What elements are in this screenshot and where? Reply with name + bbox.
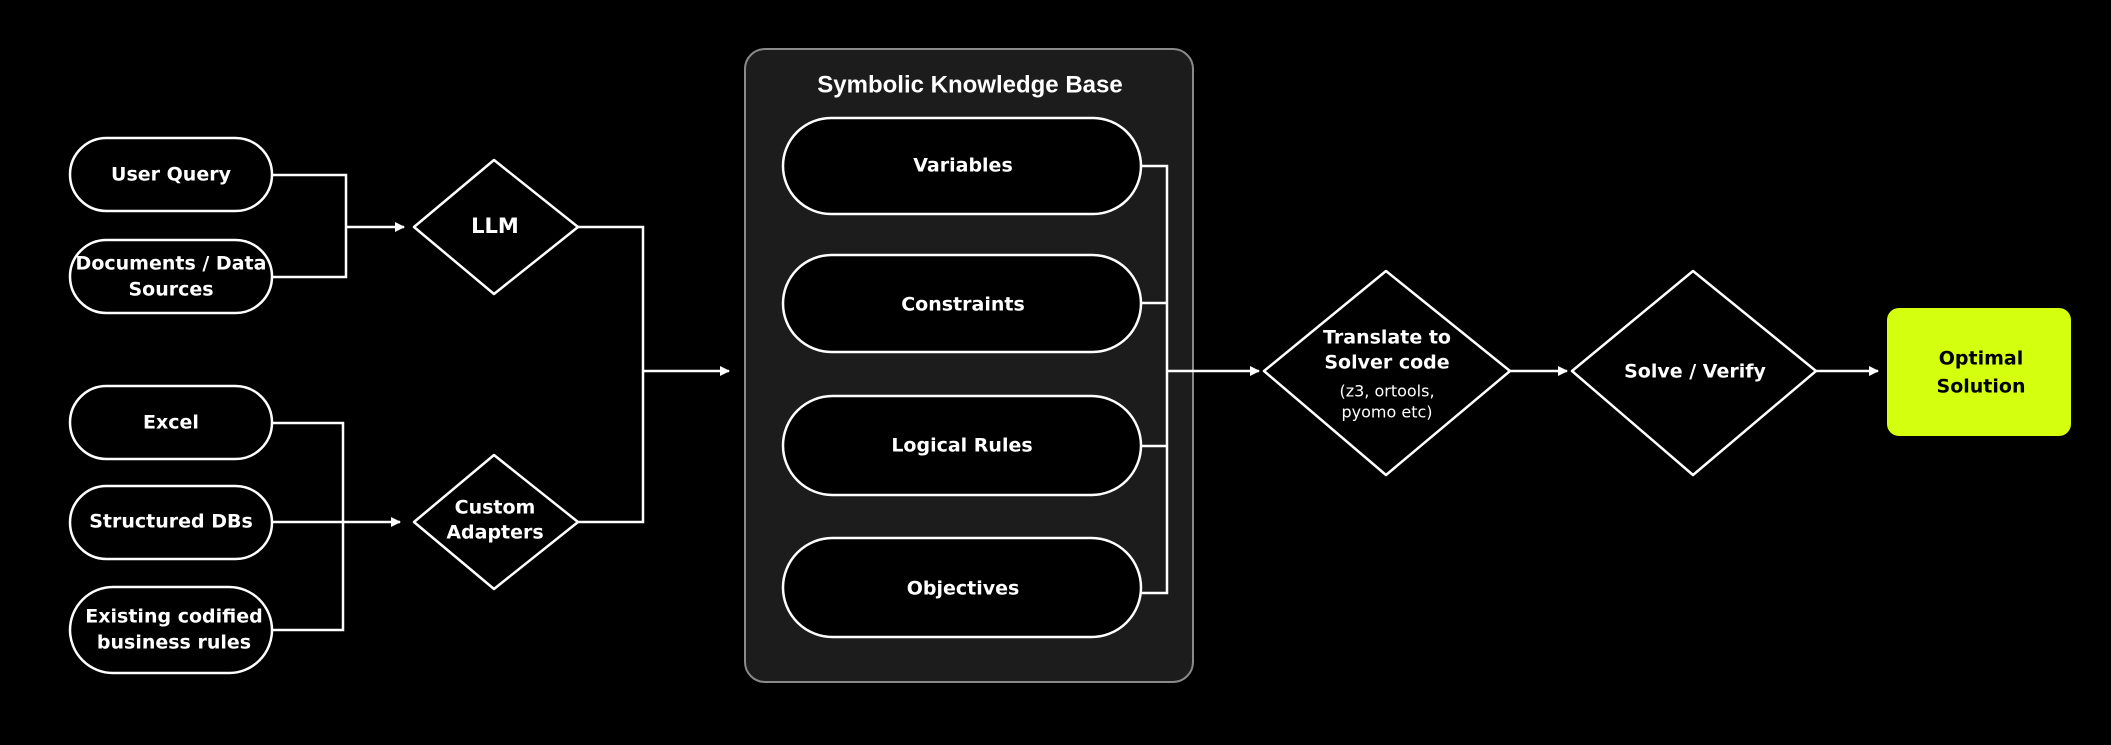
kb-item-label: Variables bbox=[913, 155, 1013, 177]
structured-dbs-label: Structured DBs bbox=[89, 511, 253, 533]
kb-item-logical-rules: Logical Rules bbox=[781, 394, 1143, 497]
solve-verify-node: Solve / Verify bbox=[1570, 269, 1818, 477]
edge-knowledge-base-bus bbox=[1141, 164, 1169, 595]
translate-note-line1: (z3, ortools, bbox=[1339, 382, 1434, 401]
custom-adapters-label-line2: Adapters bbox=[446, 522, 543, 544]
structured-dbs-node: Structured DBs bbox=[68, 484, 274, 561]
translate-label-line2: Solver code bbox=[1324, 352, 1449, 374]
edge-documents-to-llm bbox=[272, 227, 348, 279]
excel-node: Excel bbox=[68, 384, 274, 461]
kb-item-constraints: Constraints bbox=[781, 253, 1143, 354]
documents-label-line1: Documents / Data bbox=[76, 253, 267, 275]
custom-adapters-node: Custom Adapters bbox=[412, 453, 580, 591]
translate-node: Translate to Solver code (z3, ortools, p… bbox=[1262, 269, 1512, 477]
kb-item-label: Objectives bbox=[907, 578, 1020, 600]
optimal-solution-node: Optimal Solution bbox=[1887, 308, 2071, 436]
user-query-node: User Query bbox=[68, 136, 274, 213]
translate-label-line1: Translate to bbox=[1323, 327, 1451, 349]
edge-excel-to-adapters bbox=[272, 421, 345, 522]
kb-item-label: Constraints bbox=[901, 294, 1025, 316]
solve-verify-label: Solve / Verify bbox=[1624, 361, 1766, 383]
kb-item-label: Logical Rules bbox=[891, 435, 1032, 457]
llm-label: LLM bbox=[471, 214, 519, 238]
translate-note-line2: pyomo etc) bbox=[1341, 403, 1432, 422]
optimal-solution-label-line2: Solution bbox=[1937, 376, 2026, 398]
custom-adapters-label-line1: Custom bbox=[455, 497, 536, 519]
edge-adapters-to-merge bbox=[578, 371, 645, 524]
excel-label: Excel bbox=[143, 412, 199, 434]
documents-node: Documents / Data Sources bbox=[68, 238, 274, 315]
optimal-solution-label-line1: Optimal bbox=[1939, 348, 2023, 370]
user-query-label: User Query bbox=[111, 164, 232, 186]
documents-label-line2: Sources bbox=[128, 279, 213, 301]
business-rules-label-line2: business rules bbox=[97, 632, 251, 654]
edge-llm-to-merge bbox=[578, 225, 645, 371]
edge-rules-to-adapters bbox=[272, 522, 345, 632]
business-rules-label-line1: Existing codified bbox=[85, 606, 262, 628]
optimal-solution-box bbox=[1887, 308, 2071, 436]
kb-item-objectives: Objectives bbox=[781, 536, 1143, 639]
kb-item-variables: Variables bbox=[781, 116, 1143, 216]
edge-user-query-to-llm bbox=[272, 173, 348, 227]
business-rules-node: Existing codified business rules bbox=[68, 585, 274, 675]
knowledge-base-title: Symbolic Knowledge Base bbox=[817, 71, 1122, 98]
llm-node: LLM bbox=[412, 158, 580, 296]
